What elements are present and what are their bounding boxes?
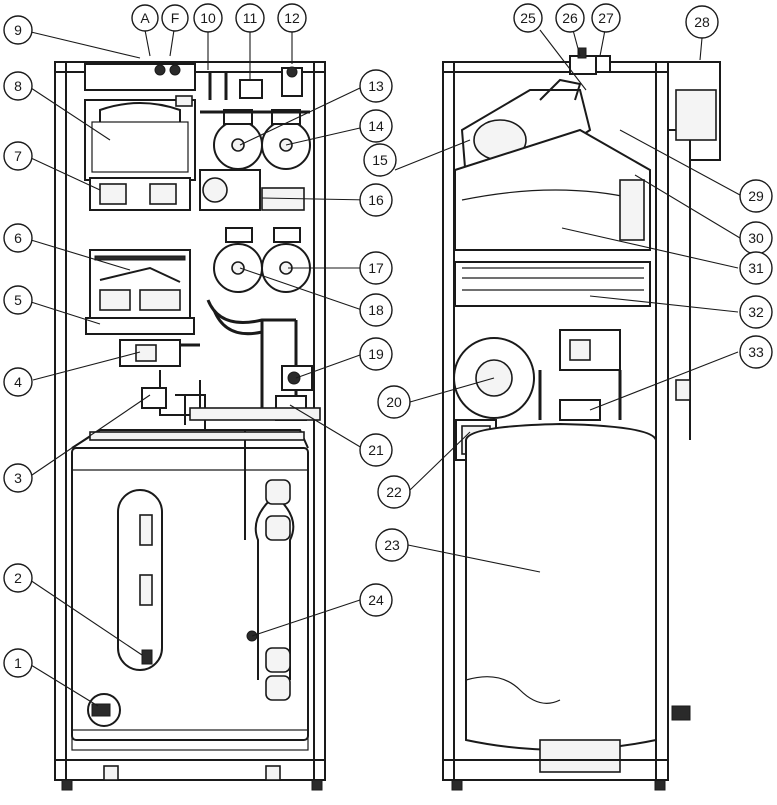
callout-16: 16 xyxy=(359,183,393,217)
svg-text:21: 21 xyxy=(368,442,384,458)
callout-25: 25 xyxy=(513,3,543,33)
svg-text:20: 20 xyxy=(386,394,402,410)
callout-30: 30 xyxy=(739,221,773,255)
svg-text:16: 16 xyxy=(368,192,384,208)
svg-text:3: 3 xyxy=(14,470,22,486)
callout-5: 5 xyxy=(3,285,33,315)
svg-text:27: 27 xyxy=(598,10,614,26)
svg-text:32: 32 xyxy=(748,304,764,320)
callout-4: 4 xyxy=(3,367,33,397)
svg-text:8: 8 xyxy=(14,78,22,94)
callout-17: 17 xyxy=(359,251,393,285)
svg-text:22: 22 xyxy=(386,484,402,500)
svg-text:12: 12 xyxy=(284,10,300,26)
svg-text:25: 25 xyxy=(520,10,536,26)
svg-text:14: 14 xyxy=(368,118,384,134)
valve-33 xyxy=(559,399,601,421)
leader-lines xyxy=(29,29,741,707)
svg-text:9: 9 xyxy=(14,22,22,38)
callout-33: 33 xyxy=(739,335,773,369)
callout-8: 8 xyxy=(3,71,33,101)
callout-15: 15 xyxy=(363,143,397,177)
hot-water-tank xyxy=(71,447,309,741)
callout-A: A xyxy=(131,4,159,32)
svg-text:11: 11 xyxy=(243,10,258,26)
callout-31: 31 xyxy=(739,251,773,285)
svg-text:15: 15 xyxy=(372,152,388,168)
pump-pair-lower xyxy=(213,227,311,293)
callout-21: 21 xyxy=(359,433,393,467)
callout-27: 27 xyxy=(591,3,621,33)
svg-text:33: 33 xyxy=(748,344,764,360)
callout-32: 32 xyxy=(739,295,773,329)
left-base-plinth xyxy=(54,759,326,781)
svg-text:5: 5 xyxy=(14,292,22,308)
svg-text:4: 4 xyxy=(14,374,22,390)
tank-sight-slot xyxy=(117,489,163,671)
callout-18: 18 xyxy=(359,293,393,327)
svg-text:24: 24 xyxy=(368,592,384,608)
svg-text:19: 19 xyxy=(368,346,384,362)
callout-14: 14 xyxy=(359,109,393,143)
svg-text:1: 1 xyxy=(14,655,22,671)
callout-28: 28 xyxy=(685,5,719,39)
callout-12: 12 xyxy=(277,3,307,33)
svg-text:23: 23 xyxy=(384,537,400,553)
callout-6: 6 xyxy=(3,223,33,253)
callout-3: 3 xyxy=(3,463,33,493)
svg-text:6: 6 xyxy=(14,230,22,246)
callout-22: 22 xyxy=(377,475,411,509)
svg-text:10: 10 xyxy=(200,10,216,26)
callout-F: F xyxy=(161,4,189,32)
callout-19: 19 xyxy=(359,337,393,371)
callout-1: 1 xyxy=(3,648,33,678)
callout-26: 26 xyxy=(555,3,585,33)
heat-exchanger-casing xyxy=(84,99,196,181)
left-unit xyxy=(54,61,326,791)
svg-text:F: F xyxy=(171,10,180,26)
svg-text:31: 31 xyxy=(748,260,764,276)
svg-text:30: 30 xyxy=(748,230,764,246)
callout-13: 13 xyxy=(359,69,393,103)
svg-text:13: 13 xyxy=(368,78,384,94)
callout-23: 23 xyxy=(375,528,409,562)
callout-24: 24 xyxy=(359,583,393,617)
storage-tank xyxy=(465,422,657,751)
svg-text:2: 2 xyxy=(14,570,22,586)
svg-text:29: 29 xyxy=(748,188,764,204)
callouts: 1 2 3 4 5 6 7 8 9 A F 10 11 12 13 14 15 … xyxy=(3,3,773,678)
callout-9: 9 xyxy=(3,15,33,45)
svg-text:17: 17 xyxy=(368,260,384,276)
lower-valve-3 xyxy=(141,387,167,409)
svg-text:28: 28 xyxy=(694,14,710,30)
svg-text:A: A xyxy=(140,10,150,26)
svg-text:18: 18 xyxy=(368,302,384,318)
right-unit xyxy=(442,47,721,791)
svg-text:26: 26 xyxy=(562,10,578,26)
callout-11: 11 xyxy=(235,3,265,33)
callout-29: 29 xyxy=(739,179,773,213)
burner-teeth xyxy=(462,267,644,291)
callout-20: 20 xyxy=(377,385,411,419)
callout-2: 2 xyxy=(3,563,33,593)
callout-10: 10 xyxy=(193,3,223,33)
svg-text:7: 7 xyxy=(14,148,22,164)
callout-7: 7 xyxy=(3,141,33,171)
